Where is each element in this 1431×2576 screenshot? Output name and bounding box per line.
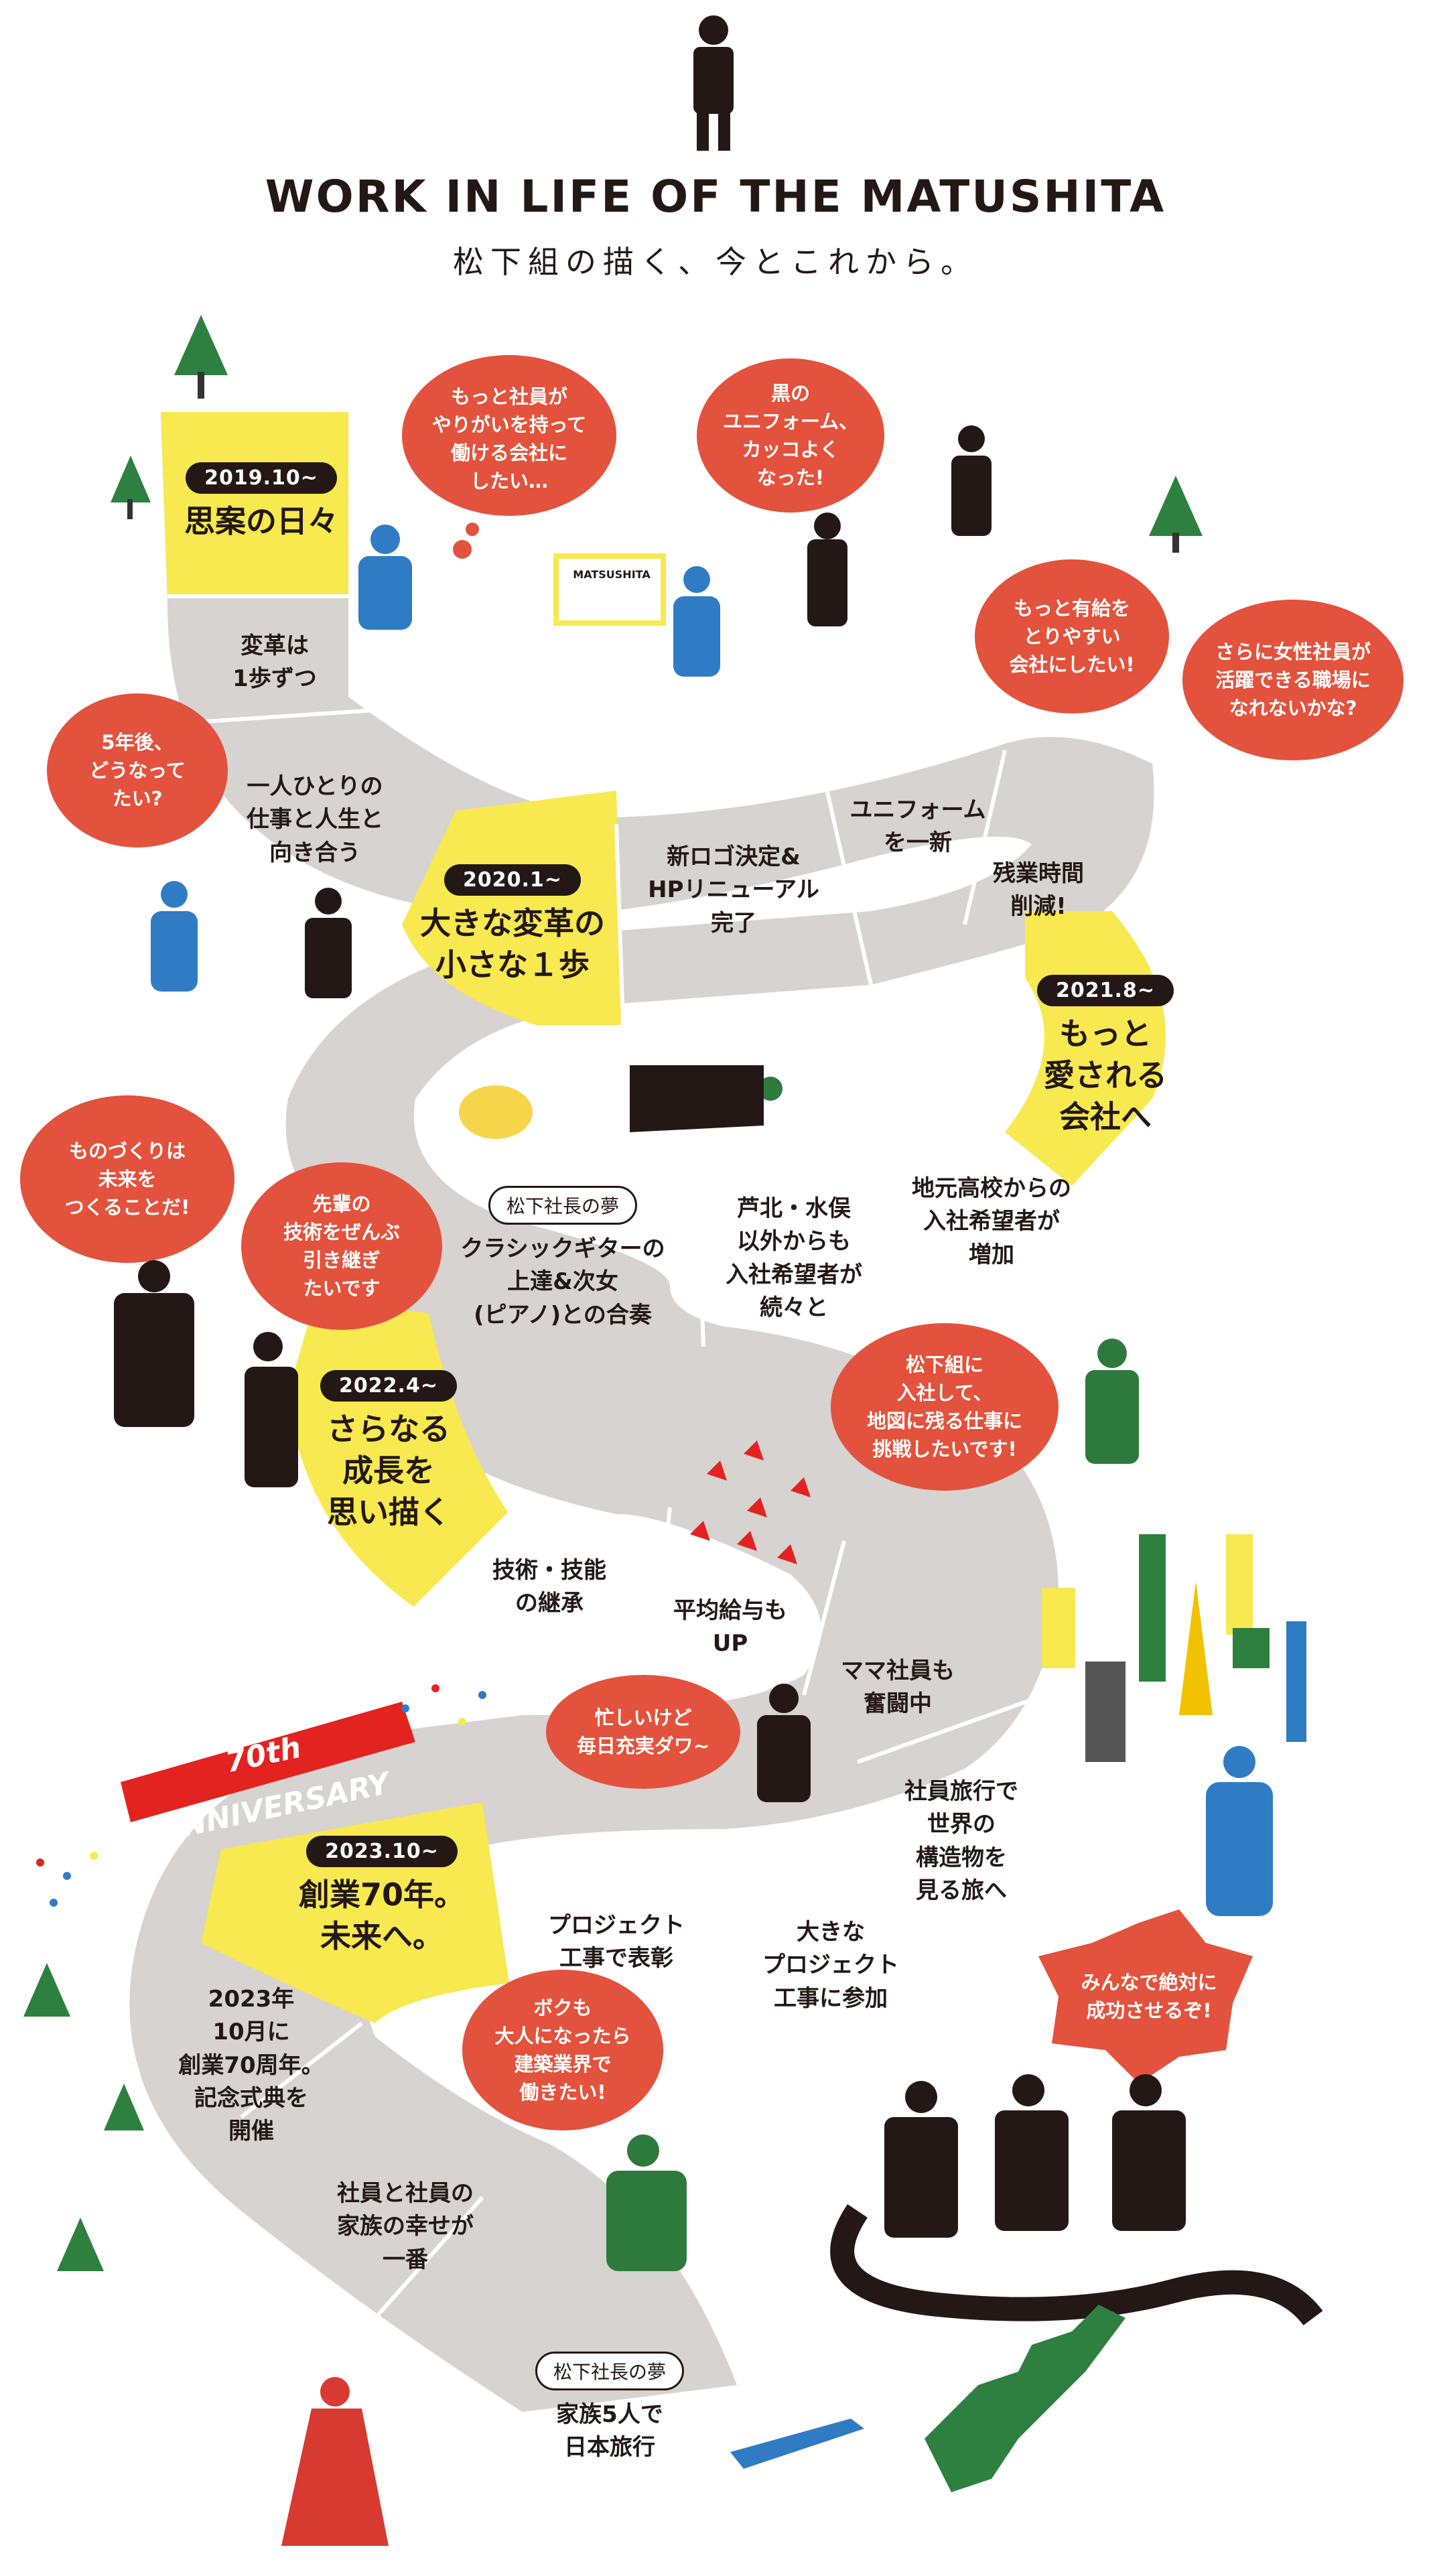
step-label: 社員と社員の 家族の幸せが 一番 — [337, 2180, 474, 2273]
up-arrows — [690, 1440, 811, 1564]
step-label: 一人ひとりの 仕事と人生と 向き合う — [247, 773, 383, 866]
dream-block-1: 松下社長の夢 クラシックギターの 上達&次女 (ピアノ)との合奏 — [442, 1186, 683, 1332]
japan-map-icon — [925, 2305, 1126, 2492]
milestone-2020: 2020.1~ 大きな変革の 小さな１歩 — [402, 864, 623, 986]
milestone-date: 2020.1~ — [444, 864, 581, 896]
bubble-shape-4 — [975, 559, 1169, 714]
step-label: 社員旅行で 世界の 構造物を 見る旅へ — [904, 1778, 1018, 1904]
milestone-title: 創業70年。 未来へ。 — [298, 1877, 465, 1955]
piano-icon — [630, 1065, 764, 1132]
page-title: WORK IN LIFE OF THE MATUSHITA — [265, 171, 1166, 222]
green-figures — [606, 1077, 1139, 2271]
step-label: ユニフォーム を一新 — [849, 797, 986, 857]
milestone-date: 2023.10~ — [306, 1836, 458, 1867]
speech-bubble-text: ものづくりは 未来を つくることだ! — [64, 1139, 190, 1219]
bubble-shape-8 — [831, 1323, 1059, 1491]
bubble-shape-3 — [47, 693, 228, 848]
bubble-shape-6 — [20, 1095, 234, 1263]
milestone-2019: 2019.10~ 思案の日々 — [174, 462, 348, 542]
step-label: ママ社員も 奮闘中 — [841, 1657, 955, 1718]
step-label: 平均給与も UP — [673, 1597, 787, 1657]
bubble-shape-1 — [402, 355, 616, 516]
speech-bubble-text: もっと社員が やりがいを持って 働ける会社に したい… — [431, 385, 587, 493]
step-label: 技術・技能 の継承 — [492, 1557, 606, 1617]
red-figures — [281, 2377, 389, 2546]
milestone-title: さらなる 成長を 思い描く — [327, 1411, 450, 1531]
trees — [23, 315, 1203, 2271]
milestone-date: 2019.10~ — [186, 462, 337, 494]
dream-tag: 松下社長の夢 — [488, 1186, 637, 1225]
dream-block-2: 松下社長の夢 家族5人で 日本旅行 — [509, 2352, 710, 2465]
dream-tag: 松下社長の夢 — [535, 2352, 684, 2390]
step-label: プロジェクト 工事で表彰 — [548, 1912, 685, 1972]
step-label: 変革は 1歩ずつ — [232, 632, 317, 693]
curvy-road-icon — [830, 2204, 1323, 2326]
confetti — [36, 1684, 486, 1907]
bubble-shape-10 — [1038, 1909, 1253, 2084]
bubble-shape-9 — [546, 1675, 740, 1789]
step-label: 家族5人で 日本旅行 — [556, 2401, 663, 2461]
anniversary-banner-shape — [121, 1702, 415, 1822]
milestone-2021: 2021.8~ もっと 愛される 会社へ — [1032, 975, 1179, 1138]
city-buildings — [1042, 1534, 1306, 1762]
milestone-patch-2020 — [402, 791, 623, 1025]
step-label: 地元高校からの 入社希望者が 増加 — [912, 1175, 1071, 1268]
milestone-date: 2021.8~ — [1037, 975, 1174, 1006]
bubble-shape-7 — [241, 1162, 442, 1330]
speech-bubble-text: 黒の ユニフォーム、 カッコよく なった! — [722, 381, 859, 490]
bubble-shape-11 — [462, 1970, 663, 2130]
logo-board-text: MATSUSHITA — [573, 568, 651, 581]
milestone-title: 大きな変革の 小さな１歩 — [420, 905, 605, 984]
milestone-title: もっと 愛される 会社へ — [1044, 1016, 1167, 1136]
airplane-icon — [730, 2419, 864, 2469]
step-label: 芦北・水俣 以外からも 入社希望者が 続々と — [726, 1195, 862, 1321]
black-uniform-figures — [114, 425, 1186, 2238]
page-subtitle: 松下組の描く、今とこれから。 — [453, 244, 978, 280]
guitar-icon — [459, 1085, 533, 1139]
step-label: 残業時間 削減! — [993, 860, 1084, 921]
speech-bubble-text: 先輩の 技術をぜんぶ 引き継ぎ たいです — [283, 1192, 400, 1300]
logo-board — [553, 553, 666, 626]
speech-bubble-text: さらに女性社員が 活躍できる職場に なれないかな? — [1215, 640, 1371, 720]
milestone-date: 2022.4~ — [320, 1370, 457, 1402]
bubble-shape-5 — [1182, 600, 1404, 760]
milestone-title: 思案の日々 — [184, 503, 338, 539]
milestone-2022: 2022.4~ さらなる 成長を 思い描く — [301, 1370, 476, 1533]
milestone-patch-2019 — [161, 412, 348, 596]
speech-bubble-text: 松下組に 入社して、 地図に残る仕事に 挑戦したいです! — [866, 1353, 1022, 1461]
speech-bubbles — [20, 355, 1404, 2130]
speech-bubble-text: 忙しいけど 毎日充実ダワ~ — [576, 1706, 710, 1757]
blue-figures — [151, 525, 1273, 1916]
step-label: 新ロゴ決定& HPリニューアル 完了 — [648, 843, 819, 937]
speech-bubble-text: ボクも 大人になったら 建築業界で 働きたい! — [494, 1996, 631, 2104]
step-label: 大きな プロジェクト 工事に参加 — [762, 1919, 899, 2012]
speech-bubble-text: みんなで絶対に 成功させるぞ! — [1081, 1970, 1217, 2022]
step-label: クラシックギターの 上達&次女 (ピアノ)との合奏 — [460, 1235, 665, 1329]
speech-bubble-text: もっと有給を とりやすい 会社にしたい! — [1009, 596, 1135, 677]
speech-bubble-text: 5年後、 どうなって たい? — [89, 730, 186, 811]
president-figure-top — [693, 15, 734, 151]
people — [114, 15, 1273, 2546]
milestone-2023: 2023.10~ 創業70年。 未来へ。 — [281, 1836, 482, 1957]
bubble-shape-2 — [697, 358, 884, 513]
step-label: 2023年 10月に 創業70周年。 記念式典を 開催 — [178, 1986, 324, 2145]
